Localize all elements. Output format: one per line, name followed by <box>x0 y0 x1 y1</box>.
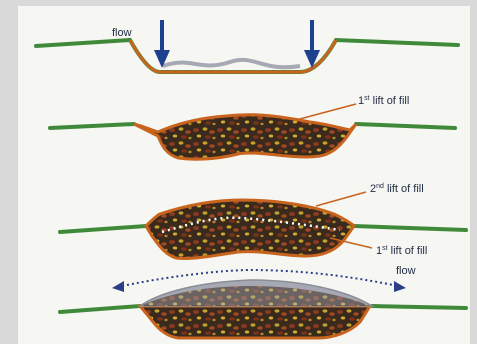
fill-lifts-1-2 <box>146 200 354 259</box>
flow-label-bottom: flow <box>396 265 416 277</box>
flow-label-top: flow <box>112 27 132 39</box>
fill-complete <box>140 306 370 338</box>
